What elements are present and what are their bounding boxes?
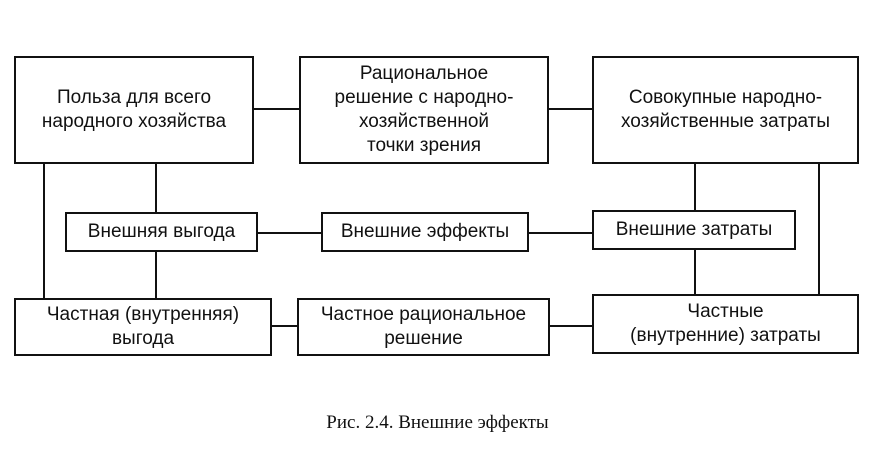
box-external-effects: Внешние эффекты — [321, 212, 529, 252]
box-rational-public-decision: Рациональное решение с народно- хозяйств… — [299, 56, 549, 164]
box-private-rational-decision: Частное рациональное решение — [297, 298, 550, 356]
connector-left-outer-vertical — [43, 163, 45, 299]
box-external-costs: Внешние затраты — [592, 210, 796, 250]
connector-extcosts-to-privcosts — [694, 250, 696, 295]
connector-extbenefit-to-effects — [257, 232, 322, 234]
box-private-benefit: Частная (внутренняя) выгода — [14, 298, 272, 356]
connector-right-outer-vertical — [818, 163, 820, 295]
connector-extbenefit-to-privbenefit — [155, 252, 157, 299]
box-public-benefit: Польза для всего народного хозяйства — [14, 56, 254, 164]
connector-costs-to-extcosts — [694, 163, 696, 211]
connector-privrational-to-privcosts — [549, 325, 593, 327]
connector-effects-to-extcosts — [528, 232, 593, 234]
connector-rational-to-costs — [547, 108, 593, 110]
connector-privbenefit-to-privrational — [271, 325, 298, 327]
connector-benefit-to-extbenefit — [155, 163, 157, 213]
box-total-public-costs: Совокупные народно- хозяйственные затрат… — [592, 56, 859, 164]
figure-caption: Рис. 2.4. Внешние эффекты — [326, 412, 549, 433]
box-private-costs: Частные (внутренние) затраты — [592, 294, 859, 354]
box-external-benefit: Внешняя выгода — [65, 212, 258, 252]
connector-benefit-to-rational — [253, 108, 301, 110]
